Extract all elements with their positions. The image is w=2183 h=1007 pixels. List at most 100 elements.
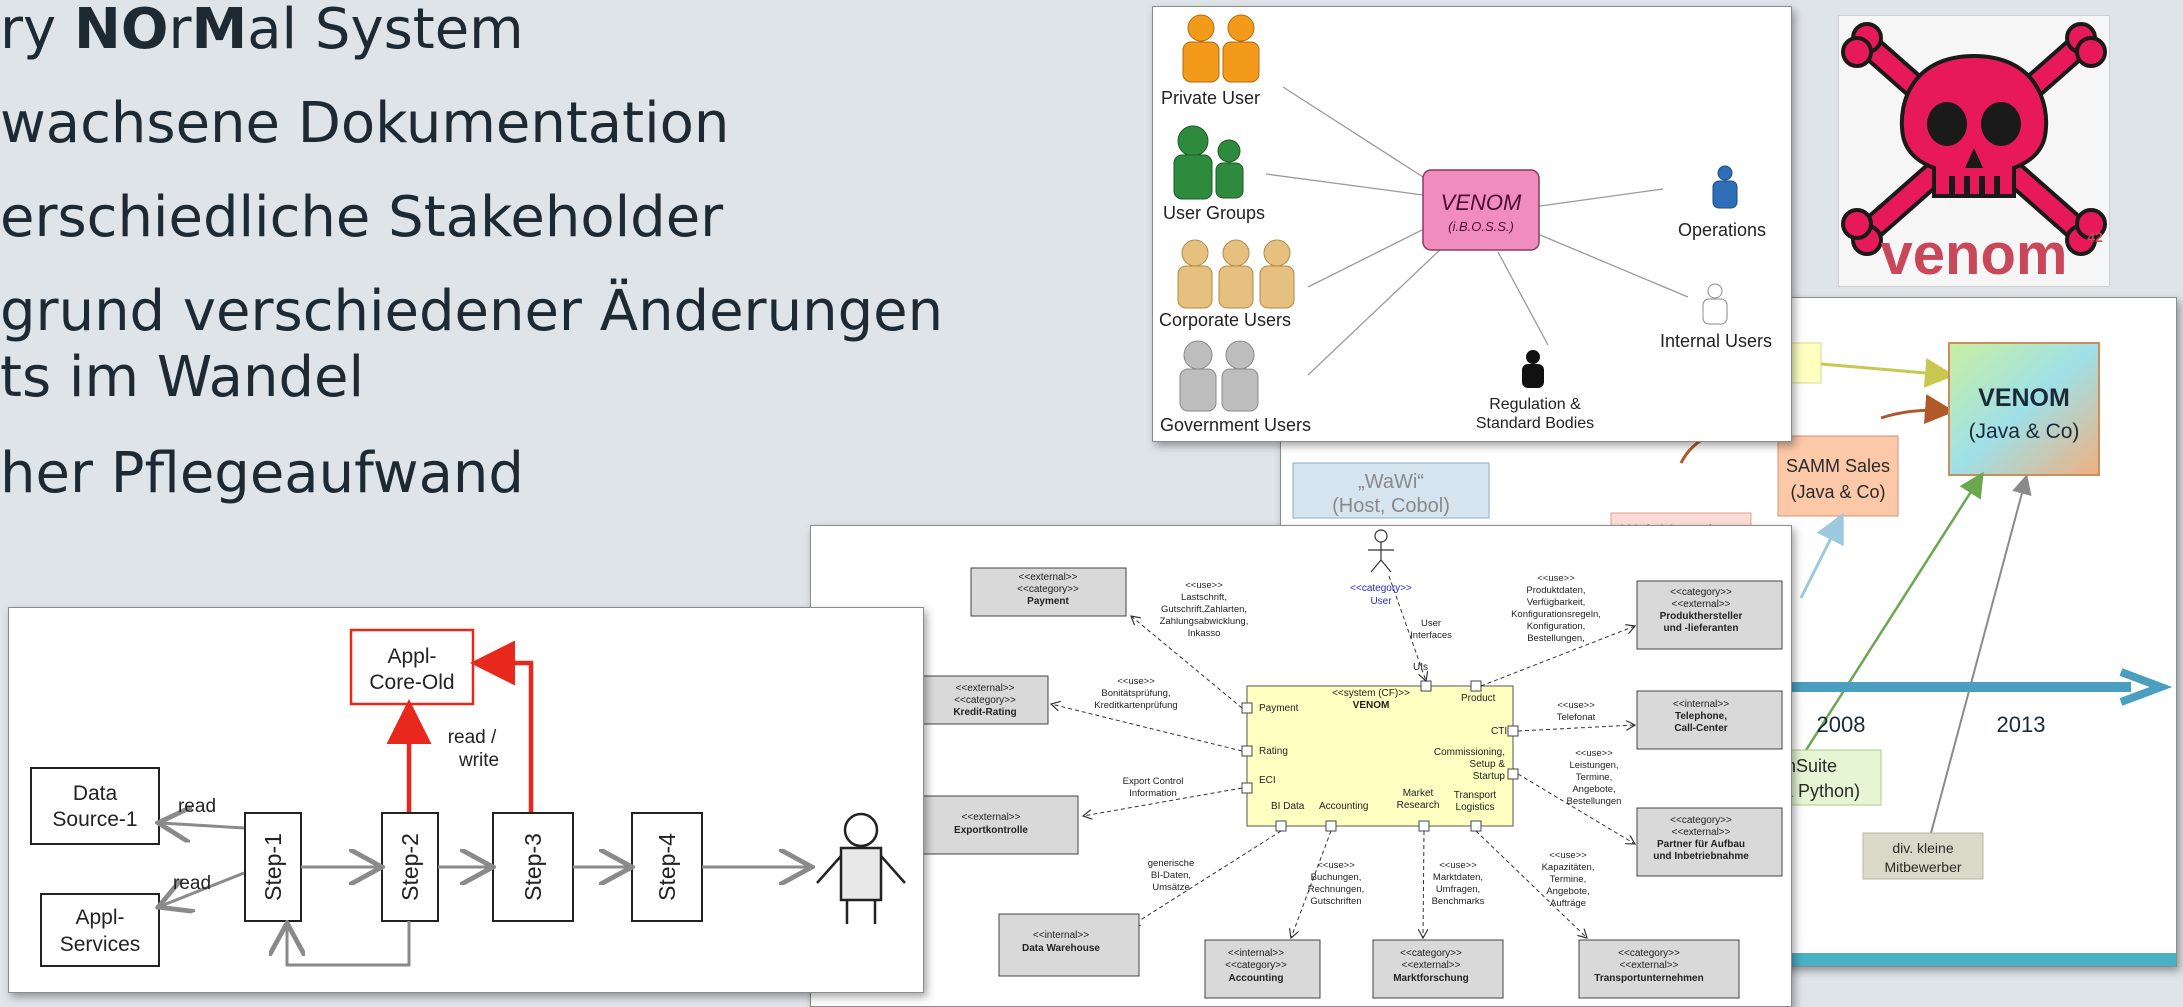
bullet-list: ry NOrMal System wachsene Dokumentation … [0, 0, 1000, 560]
produkt-use-0: <<use>> [1537, 573, 1575, 584]
acc-use-0: <<use>> [1317, 860, 1355, 871]
private-user-icon [1182, 14, 1260, 83]
wawi-box [1292, 462, 1490, 519]
arrow-lightblue [1799, 512, 1844, 599]
acc-use-1: Buchungen, [1311, 872, 1362, 883]
box-partner [1636, 807, 1783, 877]
payment-s1: <<external>> [1019, 572, 1078, 583]
partner-s2: <<external>> [1672, 827, 1731, 838]
payment-use-4: Inkasso [1188, 628, 1221, 639]
component-boxes [922, 567, 1783, 999]
port-comm-3: Startup [1473, 771, 1506, 782]
transport-use-1: Kapazitäten, [1542, 862, 1595, 873]
logo-sup: 42 [2087, 229, 2103, 245]
telephone-name-1: Telephone, [1675, 711, 1727, 722]
arrow-read-datasource [161, 823, 245, 828]
venom-title: VENOM [1978, 384, 2070, 412]
partner-use-2: Termine, [1576, 772, 1612, 783]
core-old-line1: Appl- [387, 645, 436, 668]
government-users-label: Government Users [1160, 415, 1311, 435]
port-rating: Rating [1259, 746, 1288, 757]
dwh-use-1: BI-Daten, [1151, 870, 1191, 881]
component-card: <<system (CF)>> VENOM Payment Rating ECI… [810, 525, 1792, 1007]
operations-icon [1712, 165, 1738, 209]
payment-use-3: Zahlungsabwicklung, [1160, 616, 1249, 627]
markt-use-1: Marktdaten, [1433, 872, 1483, 883]
year-2008: 2008 [1817, 712, 1866, 737]
step3-box [492, 812, 574, 922]
port-transport-2: Logistics [1456, 802, 1495, 813]
partner-use-1: Leistungen, [1569, 760, 1618, 771]
bullet-item-documentation: wachsene Dokumentation [0, 91, 730, 156]
competitors-box [1862, 832, 1984, 880]
produkt-use-1: Produktdaten, [1526, 585, 1585, 596]
produkt-use-2: Verfügbarkeit, [1527, 597, 1586, 608]
kredit-s2: <<category>> [954, 695, 1016, 706]
skull-face [1927, 102, 2021, 196]
skull-svg: venom 42 [1841, 22, 2107, 287]
box-markt [1372, 939, 1504, 999]
produkt-s1: <<category>> [1670, 587, 1732, 598]
read-write-line2: write [458, 750, 499, 771]
bullet-item-stakeholders: erschiedliche Stakeholder [0, 185, 724, 250]
read-label-1: read [178, 796, 216, 817]
acc-use-3: Gutschriften [1310, 896, 1361, 907]
payment-s2: <<category>> [1017, 584, 1079, 595]
user-actor-icon [1368, 529, 1394, 573]
regulation-label-1: Regulation & [1489, 396, 1581, 413]
internal-users-icon [1702, 283, 1728, 325]
private-user-label: Private User [1161, 88, 1260, 108]
venom-java-box [1948, 342, 2100, 476]
competitors-title: div. kleine [1892, 840, 1953, 856]
port-payment: Payment [1259, 703, 1299, 714]
port-eci: ECI [1259, 775, 1276, 786]
kredit-name: Kredit-Rating [953, 707, 1016, 718]
box-telephone [1636, 690, 1783, 750]
kredit-s1: <<external>> [956, 683, 1015, 694]
timeline-bar [1661, 682, 2131, 692]
payment-name: Payment [1027, 596, 1069, 607]
step4-box [631, 812, 703, 922]
export-s1: <<external>> [962, 812, 1021, 823]
arrow-green [1799, 471, 1984, 759]
stakeholder-svg: Private User User Groups Corporate Users… [1159, 14, 1772, 435]
samm-sub: (Java & Co) [1790, 482, 1885, 502]
box-payment [970, 567, 1127, 617]
acc-s1: <<internal>> [1228, 948, 1284, 959]
venom-logo: venom 42 [1838, 15, 2110, 287]
port-comm-1: Commissioning, [1434, 747, 1505, 758]
transport-name: Transportunternehmen [1594, 973, 1703, 984]
dwh-s1: <<internal>> [1033, 930, 1089, 941]
operations-label: Operations [1678, 220, 1766, 240]
ui-use-1: Interfaces [1410, 630, 1452, 641]
wawi-sub: (Host, Cobol) [1332, 495, 1450, 517]
kredit-use-2: Kreditkartenprüfung [1094, 700, 1177, 711]
markt-use-2: Umfragen, [1436, 884, 1480, 895]
step3-label: Step-3 [520, 833, 546, 901]
skull-icon [1841, 22, 2107, 256]
suite-title: mSuite [1781, 756, 1837, 776]
produkt-use-4: Konfiguration, [1527, 621, 1586, 632]
box-transport [1578, 939, 1740, 999]
bullet1-mid: r [168, 0, 192, 62]
telephone-s1: <<internal>> [1673, 699, 1729, 710]
data-source-box [30, 767, 160, 845]
bullet-item-system: ry NOrMal System [0, 2, 524, 58]
step1-label: Step-1 [260, 833, 286, 901]
stakeholder-card: Private User User Groups Corporate Users… [1152, 6, 1792, 442]
partner-use-3: Angebote, [1572, 784, 1615, 795]
corporate-users-label: Corporate Users [1159, 310, 1291, 330]
venom-sub: (Java & Co) [1969, 420, 2080, 443]
arrow-yellow [1820, 358, 1955, 388]
samm-title: SAMM Sales [1786, 456, 1890, 476]
transport-use-0: <<use>> [1549, 850, 1587, 861]
appl-services-line2: Services [60, 933, 141, 956]
ui-use-0: User [1421, 618, 1441, 629]
arrow-samm-to-venom [1880, 394, 1955, 425]
kredit-use-0: <<use>> [1117, 676, 1155, 687]
stakeholder-lines [1265, 86, 1689, 376]
box-produkt [1636, 580, 1783, 650]
regulation-label-2: Standard Bodies [1476, 415, 1594, 432]
bullet-item-changes-line1: grund verschiedener Änderungen [0, 279, 944, 344]
acc-s2: <<category>> [1225, 960, 1287, 971]
